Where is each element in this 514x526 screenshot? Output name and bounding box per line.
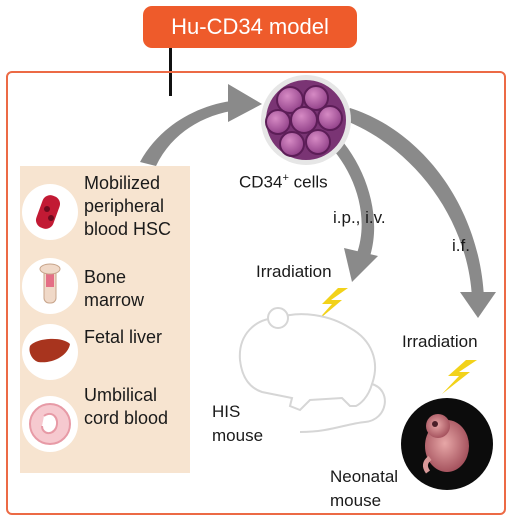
model-title: Hu-CD34 model <box>143 6 357 48</box>
bone-icon <box>22 258 78 314</box>
cell-source-panel: Mobilized peripheral blood HSC Bone marr… <box>20 166 190 473</box>
liver-icon <box>22 324 78 380</box>
cd34-cells-image <box>261 75 351 165</box>
his-mouse-label: HIS mouse <box>212 402 264 445</box>
source-label: Umbilical cord blood <box>84 385 169 428</box>
neonatal-mouse-image <box>401 398 493 490</box>
lightning-right-icon <box>442 360 477 394</box>
irradiation-right-label: Irradiation <box>402 332 478 351</box>
diagram-frame <box>6 71 506 515</box>
source-label: Mobilized peripheral blood HSC <box>84 173 172 239</box>
neonatal-mouse-label: Neonatal mouse <box>330 467 399 510</box>
fetus-icon <box>22 396 78 452</box>
source-label: Fetal liver <box>84 327 163 347</box>
irradiation-left-label: Irradiation <box>256 262 332 281</box>
blood-vessel-icon <box>22 184 78 240</box>
lightning-left-icon <box>316 288 348 322</box>
route-left-label: i.p., i.v. <box>333 208 386 227</box>
his-mouse-icon <box>238 307 386 433</box>
cd34-cells-label: CD34+ cells <box>239 172 328 192</box>
source-label: Bone marrow <box>84 267 145 310</box>
arrow-to-neonatal <box>344 108 496 318</box>
arrow-to-cells <box>140 84 262 166</box>
route-right-label: i.f. <box>452 236 470 255</box>
